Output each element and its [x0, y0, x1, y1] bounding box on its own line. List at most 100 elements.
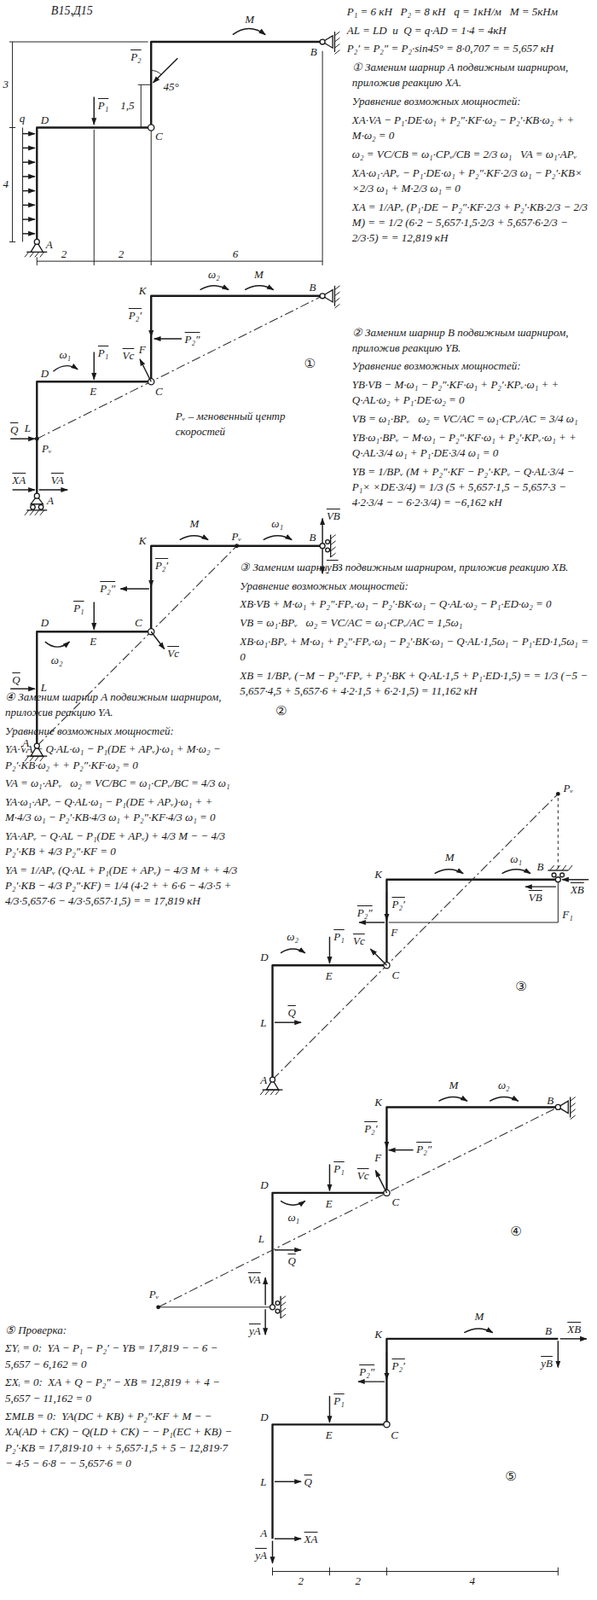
- force-arrow: [23, 175, 35, 177]
- thin-line: [334, 31, 340, 54]
- point-label: C: [391, 1195, 400, 1207]
- force-arrow: [502, 869, 531, 874]
- point-label: K: [374, 1095, 383, 1108]
- point-label: B: [309, 281, 317, 293]
- hinge-symbol: [560, 872, 565, 877]
- point-label: C: [155, 385, 163, 397]
- hinge-symbol: [148, 124, 155, 131]
- thin-line: [22, 127, 24, 242]
- scheme-three: [260, 791, 589, 1095]
- equation-text: ② Заменим шарнир B подвижным шарниром, п…: [352, 324, 592, 356]
- force-arrow: [438, 1095, 467, 1101]
- hinge-symbol: [555, 1103, 561, 1109]
- member-line: [272, 879, 559, 1079]
- point-dot: [556, 791, 561, 796]
- thin-line: [36, 51, 323, 266]
- vector-label: VA: [51, 474, 64, 486]
- member-line: [272, 1338, 559, 1538]
- point-label: L: [24, 422, 31, 434]
- force-arrow: [359, 921, 385, 922]
- scheme-four: [156, 1095, 575, 1334]
- equation-text: YA = 1/APᵥ (Q·AL + P₁(DE + APᵥ) − 4/3 M …: [5, 862, 238, 910]
- vector-label: XA: [11, 474, 26, 486]
- point-label: E: [325, 1428, 333, 1440]
- point-label: D: [40, 367, 49, 379]
- point-label: M: [474, 1309, 484, 1322]
- hinge-symbol: [319, 293, 325, 299]
- point-label: C: [134, 616, 143, 628]
- point-label: F: [139, 343, 146, 355]
- thin-line: [158, 1305, 272, 1307]
- force-arrow: [93, 352, 95, 380]
- vector-label: P₁: [98, 99, 109, 111]
- force-arrow: [150, 306, 151, 337]
- force-arrow: [375, 1170, 387, 1193]
- point-label: A: [46, 494, 54, 506]
- point-label: 2: [297, 1574, 304, 1586]
- velocity-center-line: [158, 1106, 559, 1306]
- force-arrow: [274, 1248, 302, 1250]
- force-arrow: [386, 1118, 388, 1148]
- point-label: M: [445, 851, 455, 863]
- force-arrow: [10, 437, 35, 439]
- point-dot: [156, 1304, 161, 1309]
- vector-label: Q: [10, 423, 18, 435]
- thin-line: [24, 251, 45, 257]
- vector-label: P₁: [333, 1162, 344, 1174]
- force-arrow: [23, 190, 35, 192]
- force-arrow: [560, 1337, 587, 1339]
- equation-text: Уравнение возможных мощностей:: [352, 358, 592, 374]
- equation-text: VB = ω₁·BPᵥ ω₂ = VC/AC = ω₁·CPᵥ/AC = 3/4…: [352, 411, 592, 427]
- equation-text: AL = LD и Q = q·AD = 1·4 = 4кН: [347, 23, 592, 39]
- point-label: F₁: [562, 908, 573, 920]
- vector-label: Q: [287, 1006, 296, 1018]
- point-label: L: [258, 1232, 265, 1244]
- hinge-symbol: [275, 1308, 280, 1313]
- hinge-symbol: [34, 238, 40, 244]
- point-label: K: [374, 1327, 383, 1339]
- original-scheme: [9, 28, 340, 265]
- point-label: A: [260, 1526, 267, 1538]
- vector-label: P₂″: [185, 333, 201, 345]
- equation-text: YB = 1/BPᵥ (M + P₂″·KF − P₂′·KPᵥ − Q·AL·…: [352, 463, 592, 511]
- hinge-symbol: [551, 872, 557, 877]
- point-label: B: [544, 1324, 552, 1336]
- equation-text: Уравнение возможных мощностей:: [5, 723, 238, 739]
- vector-label: P₂: [130, 51, 141, 63]
- thin-line: [280, 1295, 286, 1318]
- force-arrow: [557, 1339, 559, 1367]
- point-label: D: [260, 1178, 268, 1190]
- vector-label: XB: [567, 1322, 581, 1334]
- point-label: A: [22, 736, 29, 748]
- member-line: [272, 1106, 559, 1306]
- point-label: D: [260, 950, 268, 963]
- vector-label: yA: [255, 1548, 267, 1560]
- hinge-symbol: [555, 876, 561, 882]
- force-arrow: [244, 285, 273, 290]
- force-arrow: [280, 1199, 306, 1205]
- force-arrow: [200, 285, 229, 290]
- point-label: C: [391, 968, 400, 980]
- point-label: 2: [118, 248, 125, 260]
- note-text: Pᵥ – мгновенный центр скоростей: [175, 408, 309, 440]
- vector-label: P₂′: [155, 559, 169, 571]
- force-arrow: [150, 557, 151, 586]
- point-label: Pᵥ: [563, 782, 574, 794]
- equation-text: XB·VB + M·ω₁ + P₂″·FPᵥ·ω₁ − P₂′·BK·ω₁ − …: [239, 596, 592, 612]
- force-arrow: [274, 1537, 302, 1539]
- scheme-number: ③: [515, 979, 527, 993]
- vector-label: Vc: [122, 349, 135, 361]
- scheme-number: ②: [275, 704, 287, 718]
- force-arrow: [232, 28, 266, 35]
- equation-text: YB·VB − M·ω₁ − P₂″·KF·ω₁ + P₂′·KPᵥ·ω₁ + …: [352, 376, 592, 408]
- equation-text: P₂′ = P₂″ = P₂·sin45° = 8·0,707 = = 5,65…: [347, 40, 592, 57]
- scheme-five: [272, 1327, 587, 1575]
- point-label: B: [309, 531, 317, 543]
- vector-label: P₂″: [357, 906, 373, 918]
- hinge-symbol: [383, 1420, 390, 1427]
- force-arrow: [23, 133, 35, 134]
- point-label: B: [536, 860, 544, 872]
- force-arrow: [52, 365, 78, 372]
- point-label: E: [89, 635, 97, 647]
- thin-line: [334, 285, 340, 308]
